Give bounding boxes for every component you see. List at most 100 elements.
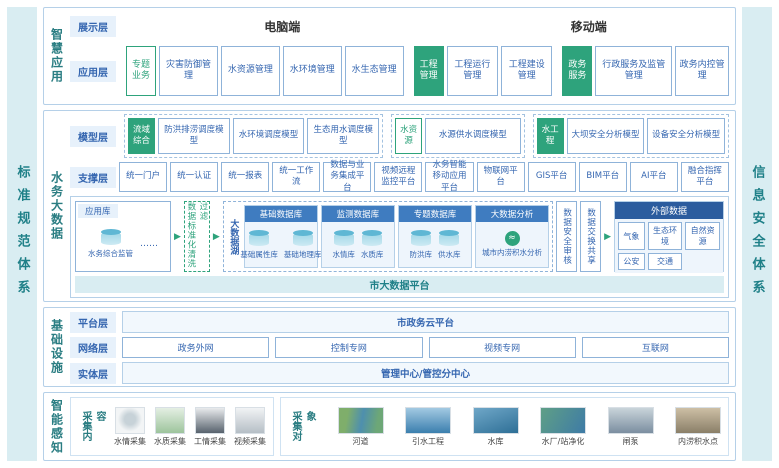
- database-item: 水情库: [332, 229, 355, 260]
- app-item: 水环境管理: [282, 46, 342, 97]
- database-label: 供水库: [438, 250, 461, 259]
- network-item: 互联网: [581, 337, 729, 358]
- external-data-item: 生态环境: [647, 222, 683, 250]
- app-item: 政务内控管理: [675, 46, 730, 97]
- water-diversion-photo: [405, 406, 451, 434]
- support-item: 融合指挥平台: [680, 162, 729, 192]
- flow-arrow-icon: ▶: [212, 231, 220, 242]
- collect-item-label: 工情采集: [194, 436, 226, 446]
- database-card-title: 基础数据库: [244, 206, 317, 222]
- database-item: 基础属性库: [240, 229, 278, 260]
- city-big-data-platform-bar: 市大数据平台: [75, 276, 724, 293]
- application-layer-row: 应用层 专题业务 灾害防御管理 水资源管理 水环境管理 水生态管理 工程管理 工…: [70, 46, 730, 97]
- engineering-management-group: 工程管理 工程运行管理 工程建设管理: [413, 46, 553, 97]
- database-item: 水务综合监管: [88, 228, 133, 259]
- database-cylinder-icon: [292, 230, 313, 246]
- support-item: 统一工作流: [272, 162, 321, 192]
- platform-layer-label: 平台层: [70, 311, 116, 333]
- database-card-title: 专题数据库: [398, 206, 472, 222]
- analysis-label: 城市内涝积水分析: [482, 248, 543, 258]
- model-item: 防洪排涝调度模型: [158, 118, 230, 154]
- standards-system-bar: 标准规范体系: [7, 7, 37, 461]
- information-security-bar: 信息安全体系: [742, 7, 772, 461]
- app-item: 灾害防御管理: [159, 46, 218, 97]
- thematic-database-card: 专题数据库 防洪库 供水库: [397, 205, 473, 268]
- collect-item: 水库: [472, 406, 519, 447]
- application-database-box: 应用库 水务综合监管 ……: [75, 201, 171, 272]
- support-item: BIM平台: [578, 162, 627, 192]
- collection-content-box: 采集内容 水情采集 水质采集 工情采集 视频采: [70, 397, 274, 456]
- application-database-title: 应用库: [78, 204, 118, 218]
- government-service-group: 政务服务 行政服务及监管管理 政务内控管理: [562, 46, 730, 97]
- database-card-body: 水情库 水质库: [321, 222, 394, 267]
- collect-item: 内涝积水点: [675, 406, 721, 447]
- model-item: 大坝安全分析模型: [566, 118, 645, 154]
- collect-item: 水厂/站净化: [540, 406, 586, 447]
- data-cleaning-box: 数据标准化清洗过滤: [183, 201, 210, 272]
- basic-database-card: 基础数据库 基础属性库 基础地理库: [240, 205, 321, 268]
- application-layer-label: 应用层: [70, 60, 116, 82]
- water-engineering-model-group: 水工程 大坝安全分析模型 设备安全分析模型: [532, 114, 729, 158]
- database-item: 水质库: [361, 229, 383, 260]
- collection-content-label: 采集内容: [80, 410, 105, 441]
- big-data-lake-label-col: 大数据湖: [227, 205, 241, 268]
- reservoir-photo: [472, 406, 519, 434]
- mobile-client-header: 移动端: [570, 20, 607, 35]
- basin-model-group: 流域综合 防洪排涝调度模型 水环境调度模型 生态用水调度模型: [124, 114, 384, 158]
- collect-item: 水情采集: [114, 406, 146, 447]
- database-label: 基础地理库: [283, 250, 322, 259]
- group-header: 专题业务: [126, 46, 156, 97]
- database-item: 基础地理库: [283, 229, 322, 260]
- app-item: 工程建设管理: [501, 46, 553, 97]
- section-infrastructure: 基础设施 平台层 市政务云平台 网络层 政务外网 控制专网 视频专网 互联网 实…: [43, 307, 736, 387]
- water-plant-photo: [540, 406, 586, 434]
- management-center-bar: 管理中心/管控分中心: [122, 362, 729, 384]
- database-label: 水务综合监管: [88, 249, 133, 258]
- waterlogging-point-photo: [675, 406, 721, 434]
- group-header: 水工程: [536, 118, 564, 154]
- flow-arrow-icon: ▶: [174, 231, 181, 242]
- network-layer-row: 网络层 政务外网 控制专网 视频专网 互联网: [70, 337, 729, 358]
- collection-target-box: 采集对象 河道 引水工程 水库 水厂/站净化: [280, 397, 729, 456]
- collect-item-label: 河道: [352, 436, 369, 446]
- model-item: 水环境调度模型: [232, 118, 305, 154]
- app-item: 工程运行管理: [446, 46, 499, 97]
- external-data-item: 自然资源: [685, 222, 720, 250]
- database-label: 水情库: [332, 250, 355, 259]
- database-cylinder-icon: [362, 230, 383, 246]
- collect-item: 闸泵: [607, 406, 654, 447]
- display-layer-row: 展示层 电脑端 移动端: [70, 16, 729, 38]
- support-item: AI平台: [629, 162, 678, 192]
- external-data-item: 气象: [618, 222, 645, 250]
- collection-target-label: 采集对象: [290, 410, 315, 441]
- section-smart-application: 智慧应用 展示层 电脑端 移动端 应用层 专题业务 灾害防御管理 水资源管理 水…: [43, 7, 736, 105]
- support-item: GIS平台: [527, 162, 576, 192]
- database-cylinder-icon: [333, 230, 354, 246]
- flow-arrow-icon: ▶: [604, 231, 611, 242]
- information-security-label: 信息安全体系: [749, 165, 765, 303]
- section-title: 水务大数据: [49, 171, 64, 241]
- external-data-title: 外部数据: [615, 202, 723, 219]
- smart-perception-label-col: 智能感知: [44, 393, 70, 460]
- group-header: 流域综合: [128, 118, 155, 154]
- standards-system-label: 标准规范体系: [14, 165, 30, 303]
- smart-perception-body: 采集内容 水情采集 水质采集 工情采集 视频采: [70, 393, 735, 460]
- section-title: 智能感知: [49, 398, 64, 455]
- data-exchange-box: 数据交换共享: [580, 201, 602, 272]
- database-item: 防洪库: [410, 229, 432, 260]
- support-item: 水务智能移动应用平台: [425, 160, 474, 193]
- sluice-pump-photo: [607, 406, 654, 434]
- support-item: 数据与业务集成平台: [323, 160, 372, 193]
- gov-cloud-platform-bar: 市政务云平台: [122, 311, 729, 333]
- collect-item-label: 水厂/站净化: [541, 436, 585, 446]
- data-cleaning-label: 数据标准化清洗过滤: [185, 202, 208, 269]
- model-layer-row: 模型层 流域综合 防洪排涝调度模型 水环境调度模型 生态用水调度模型 水资源 水…: [70, 114, 729, 158]
- network-item: 控制专网: [275, 337, 423, 358]
- group-header: 政务服务: [562, 46, 593, 97]
- database-cylinder-icon: [100, 229, 121, 245]
- support-item: 统一门户: [119, 162, 168, 192]
- external-data-item: 公安: [618, 253, 645, 270]
- collect-item-label: 水情采集: [114, 436, 146, 446]
- big-data-analysis-card: 大数据分析 ≈ 城市内涝积水分析: [475, 205, 550, 268]
- database-card-title: 监测数据库: [321, 206, 394, 222]
